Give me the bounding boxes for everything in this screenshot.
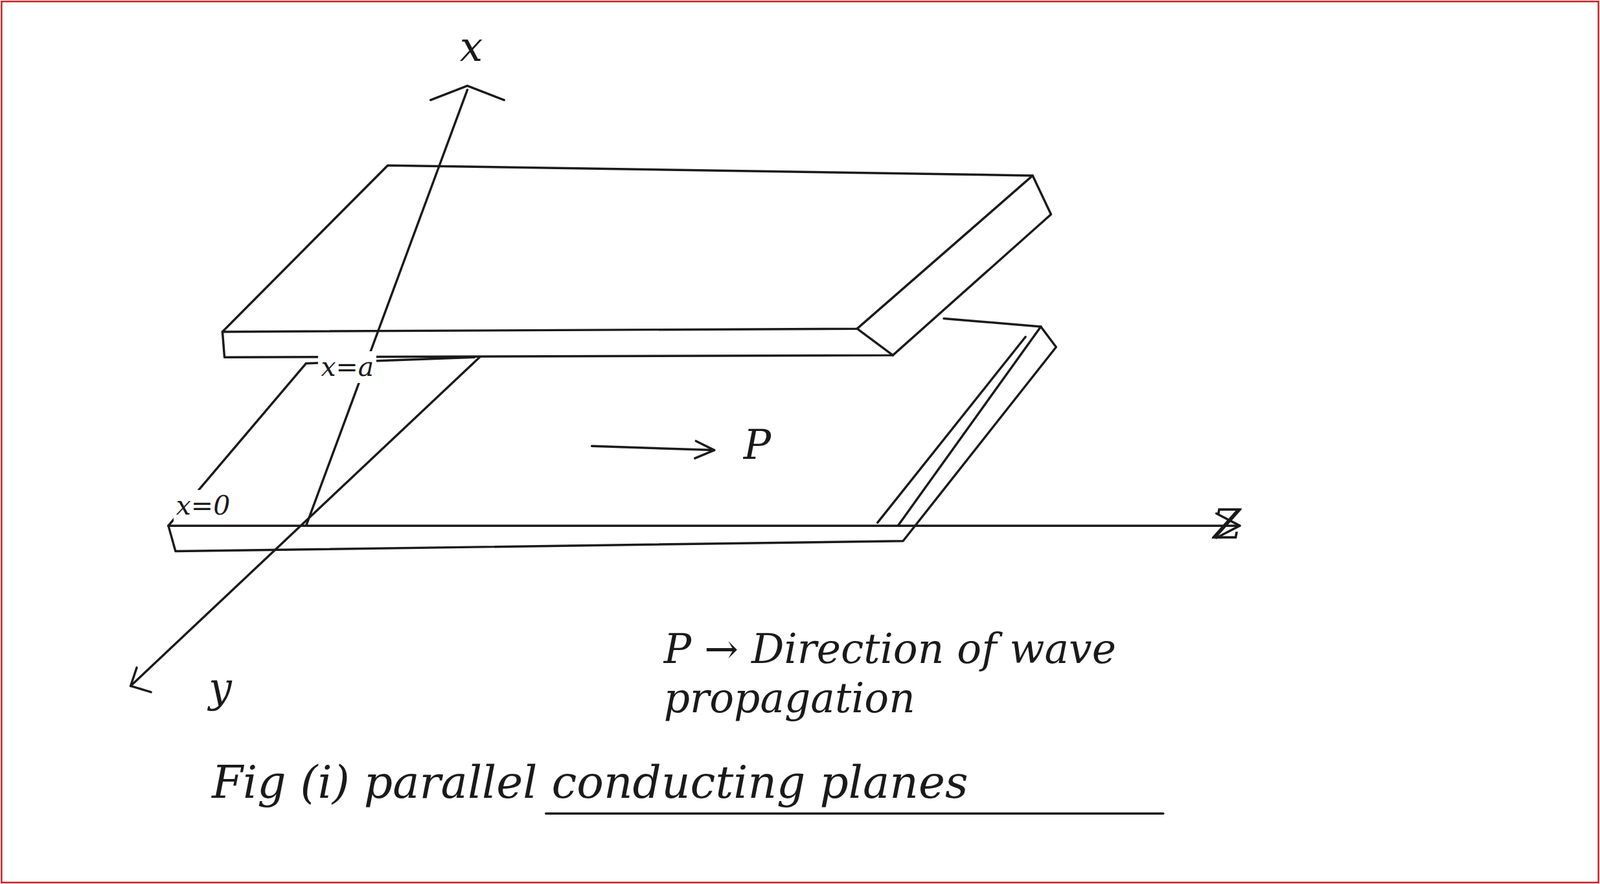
- axis-label: Z: [1210, 500, 1244, 550]
- legend-note: P → Direction of wave propagation: [661, 624, 1250, 723]
- axis-label: x: [457, 22, 486, 72]
- plane-label: x=0: [173, 489, 233, 522]
- figure-caption: Fig (i) parallel conducting planes: [209, 755, 972, 810]
- propagation-label: P: [741, 420, 774, 470]
- axis-label: y: [205, 663, 235, 713]
- plane-label: x=a: [318, 351, 377, 383]
